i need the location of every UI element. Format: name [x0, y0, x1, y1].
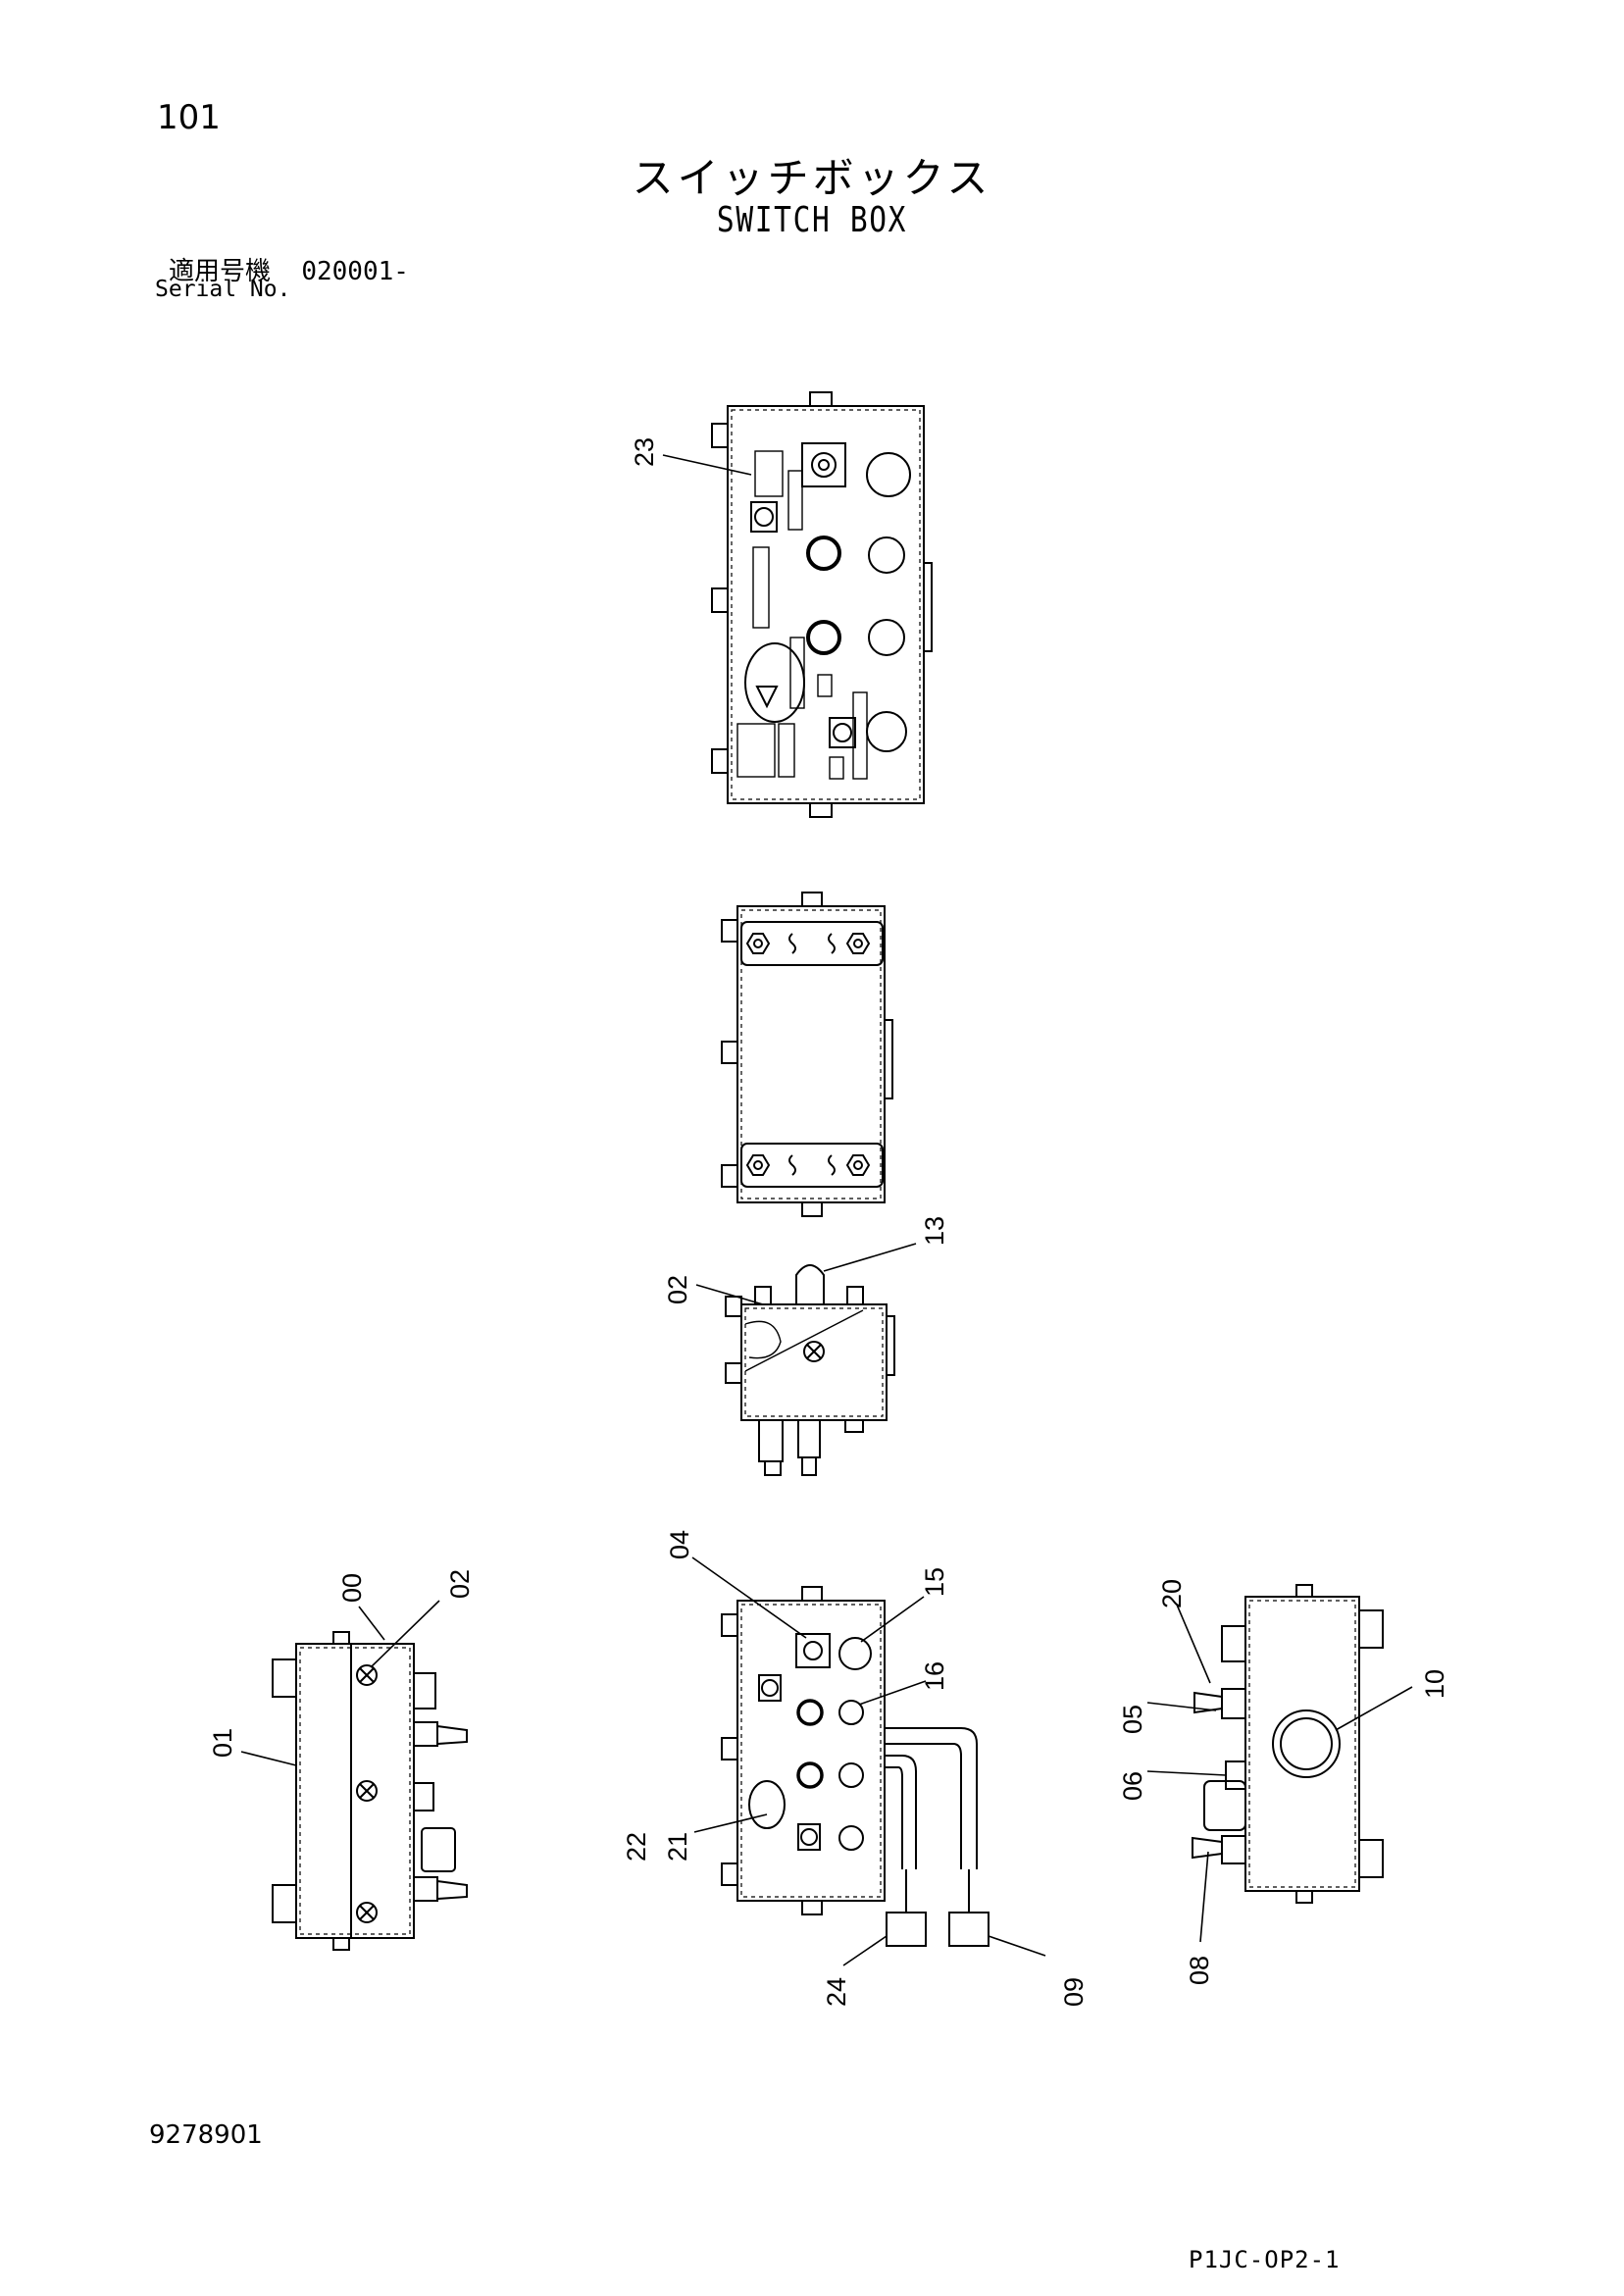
- callout-00: 00: [337, 1573, 367, 1603]
- page-number: 101: [157, 98, 221, 137]
- callout-16: 16: [920, 1661, 949, 1691]
- callout-01: 01: [208, 1728, 237, 1758]
- serial-range: 020001-: [301, 257, 409, 286]
- callout-13: 13: [920, 1216, 949, 1246]
- serial-label-en: Serial No.: [155, 277, 291, 302]
- callout-15: 15: [920, 1567, 949, 1597]
- front-panel-view: [662, 391, 933, 818]
- left-side-view: [240, 1600, 468, 1951]
- document-number: 9278901: [149, 2120, 263, 2150]
- page-code: P1JC-OP2-1: [1189, 2246, 1341, 2273]
- side-bracket-view: [695, 1243, 917, 1476]
- callout-02-left: 02: [445, 1569, 475, 1599]
- callout-09: 09: [1059, 1977, 1089, 2007]
- rear-view: [721, 892, 893, 1217]
- serial-applicability: 適用号機 020001-: [169, 251, 409, 287]
- title-english: SWITCH BOX: [716, 200, 908, 240]
- callout-10: 10: [1420, 1669, 1449, 1699]
- callout-21: 21: [663, 1832, 692, 1862]
- callout-02-top: 02: [663, 1275, 692, 1304]
- callout-22: 22: [622, 1832, 651, 1862]
- callout-06: 06: [1118, 1771, 1147, 1801]
- callout-08: 08: [1185, 1956, 1214, 1985]
- callout-23: 23: [630, 437, 659, 467]
- callout-05: 05: [1118, 1705, 1147, 1734]
- serial-label-jp: 適用号機: [169, 257, 272, 286]
- right-side-view: [1146, 1584, 1413, 1943]
- callouts: 23 02 13 00 02 01 04 15 16 22 21 24 09 2…: [208, 437, 1449, 2007]
- front-wiring-view: [691, 1556, 1046, 1966]
- callout-20: 20: [1157, 1579, 1187, 1608]
- title-japanese: スイッチボックス: [632, 154, 992, 202]
- callout-04: 04: [665, 1530, 694, 1559]
- callout-24: 24: [822, 1977, 851, 2007]
